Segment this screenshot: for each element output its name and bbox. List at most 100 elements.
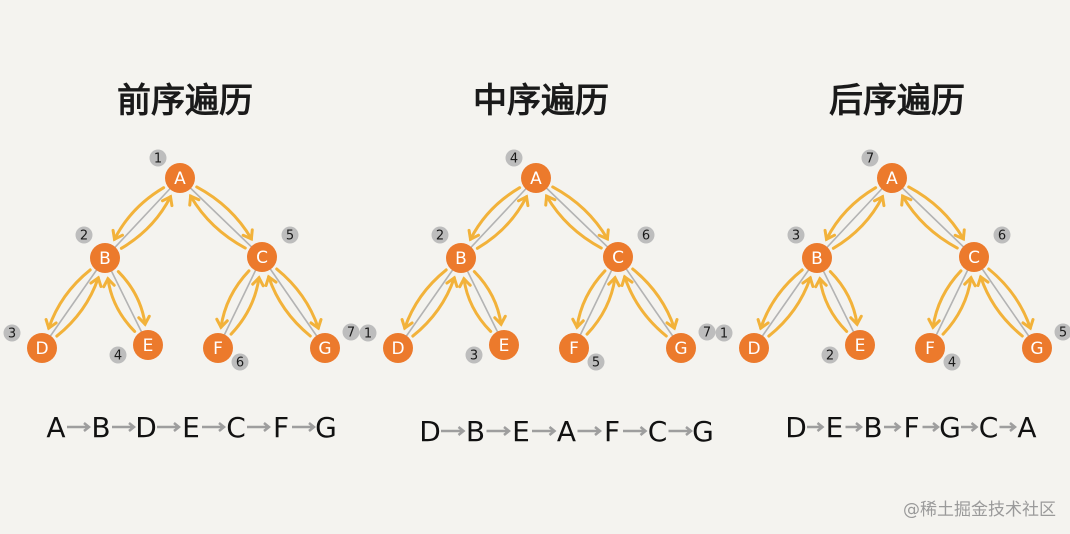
order-number: 6: [998, 229, 1006, 244]
tree-node-G: G7: [310, 323, 360, 363]
tree-edge-AB: [460, 177, 537, 259]
traversal-arrowhead: [814, 276, 828, 289]
traversal-arrowhead: [89, 275, 103, 288]
node-circle: [802, 243, 832, 273]
sequence-letter: B: [863, 411, 882, 444]
tree-edge-CF: [217, 256, 263, 349]
node-circle: [383, 333, 413, 363]
tree-edge-BD: [753, 257, 818, 349]
node-circle: [165, 163, 195, 193]
sequence-letter: E: [182, 411, 200, 444]
sequence-arrow: [668, 426, 694, 436]
order-number: 4: [114, 349, 122, 364]
order-number: 5: [286, 229, 294, 244]
order-badge: [715, 324, 733, 342]
order-badge: [861, 149, 879, 167]
order-badge: [993, 226, 1011, 244]
sequence-arrow: [157, 422, 182, 432]
order-badge: [787, 226, 805, 244]
tree-edge-AB: [104, 177, 181, 259]
sequence-letter: F: [903, 411, 919, 444]
traversal-down-BD: [759, 268, 804, 330]
traversal-arrowhead: [620, 274, 634, 287]
traversal-arrowhead: [400, 318, 414, 331]
node-label: B: [455, 249, 467, 269]
tree-edge-CG: [261, 256, 326, 349]
sequence-arrow: [999, 422, 1018, 432]
node-circle: [666, 333, 696, 363]
tree-node-G: G7: [666, 323, 716, 363]
traversal-arrowhead: [160, 194, 174, 208]
sequence-arrow: [961, 422, 979, 432]
traversal-down-BE: [828, 270, 859, 326]
traversal-arrowhead: [900, 193, 913, 207]
node-circle: [559, 333, 589, 363]
sequence-letter: G: [939, 411, 961, 444]
sequence-letter: D: [419, 415, 441, 448]
traversal-up-BA: [119, 195, 173, 250]
traversal-up-EB: [462, 277, 493, 333]
order-badge: [109, 346, 127, 364]
node-label: A: [174, 169, 186, 189]
sequence-arrow: [292, 422, 317, 432]
tree-node-A: A7: [861, 149, 907, 193]
node-label: F: [925, 339, 935, 359]
traversal-arrowhead: [963, 275, 977, 288]
order-number: 3: [470, 349, 478, 364]
sequence-arrow: [845, 422, 864, 432]
order-badge: [1054, 323, 1070, 341]
tree-edge-AC: [891, 177, 975, 258]
panel-title: 后序遍历: [829, 81, 965, 121]
sequence-arrow: [67, 422, 92, 432]
tree-node-B: B2: [75, 226, 120, 273]
traversal-arrowhead: [872, 194, 886, 208]
sequence-letter: A: [46, 411, 65, 444]
node-circle: [310, 333, 340, 363]
sequence-letter: C: [648, 415, 668, 448]
traversal-arrowhead: [309, 318, 323, 331]
order-badge: [342, 323, 360, 341]
sequence-arrow: [486, 426, 512, 436]
traversal-arrowhead: [215, 317, 229, 330]
node-circle: [845, 330, 875, 360]
tree-node-D: D3: [3, 324, 57, 363]
traversal-arrowhead: [607, 275, 621, 288]
order-number: 1: [364, 327, 372, 342]
order-number: 1: [154, 152, 162, 167]
traversal-down-AC: [907, 185, 965, 241]
traversal-up-CA: [901, 194, 959, 250]
sequence-letter: E: [826, 411, 844, 444]
tree-edge-BE: [104, 257, 149, 346]
traversal-up-FC: [585, 276, 617, 336]
tree-edge-CF: [929, 256, 975, 349]
node-circle: [446, 243, 476, 273]
traversal-arrowhead: [823, 228, 837, 242]
tree-edge-BD: [41, 257, 106, 349]
sequence-letter: F: [273, 411, 289, 444]
traversal-arrowhead: [544, 193, 557, 207]
node-circle: [133, 330, 163, 360]
traversal-arrowhead: [102, 276, 116, 289]
order-number: 3: [792, 229, 800, 244]
traversal-up-FC: [229, 276, 261, 336]
node-label: C: [968, 248, 980, 268]
traversal-down-BE: [472, 270, 503, 326]
sequence-letter: E: [512, 415, 530, 448]
node-circle: [90, 243, 120, 273]
traversal-arrowhead: [597, 228, 610, 242]
node-label: A: [886, 169, 898, 189]
node-circle: [915, 333, 945, 363]
sequence-arrow: [623, 426, 648, 436]
tree-node-F: F5: [559, 333, 605, 371]
sequence-letter: D: [785, 411, 807, 444]
traversal-arrowhead: [849, 314, 863, 327]
sequence-letter: A: [1017, 411, 1036, 444]
sequence-letter: B: [466, 415, 485, 448]
node-label: E: [855, 336, 866, 356]
node-circle: [27, 333, 57, 363]
tree-node-A: A1: [149, 149, 195, 193]
